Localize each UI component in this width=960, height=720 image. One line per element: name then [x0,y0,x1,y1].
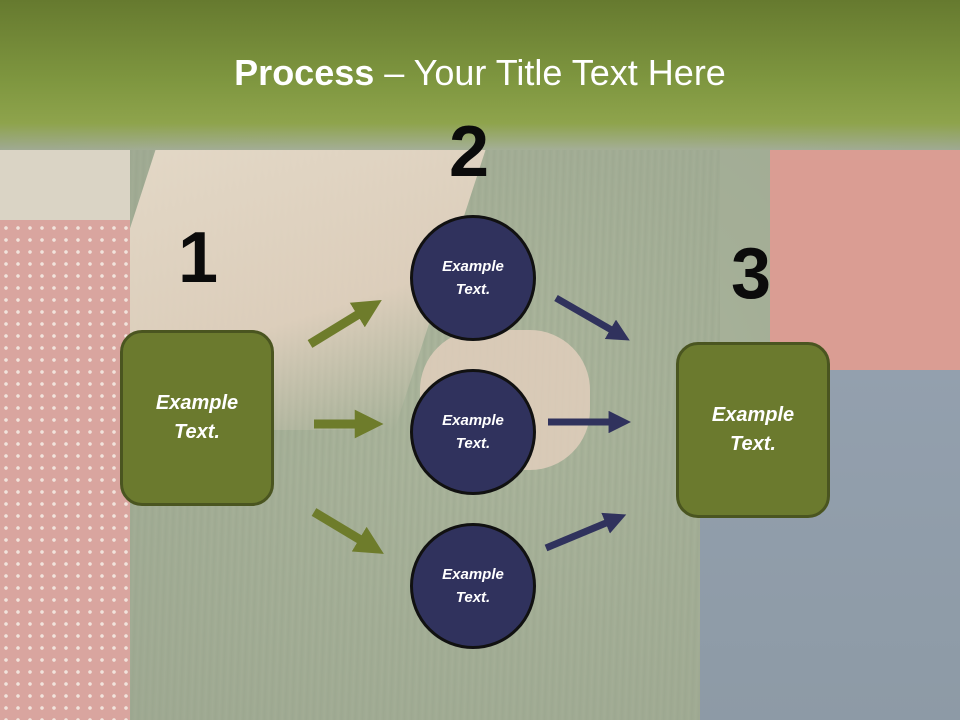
circle-bottom-text: Example Text. [442,563,504,609]
circle-middle-text: Example Text. [442,409,504,455]
circle-middle: Example Text. [410,369,536,495]
circle-top-text: Example Text. [442,255,504,301]
step-box-3: Example Text. [676,342,830,518]
circle-bottom-line2: Text. [455,589,491,606]
title-bar [0,0,960,150]
circle-middle-line1: Example [442,412,504,429]
circle-bottom-line1: Example [442,566,504,583]
step-number-3: 3 [731,234,772,314]
step-box-1: Example Text. [120,330,274,506]
arrow-green-down [311,508,384,554]
step-number-2: 2 [449,112,490,192]
title-rest: – Your Title Text Here [374,52,726,93]
step-number-1: 1 [178,218,219,298]
slide-title: Process – Your Title Text Here [0,52,960,94]
step-box-1-line1: Example [155,392,239,414]
step-box-3-line2: Text. [730,433,776,455]
step-box-1-line2: Text. [174,421,220,443]
circle-bottom: Example Text. [410,523,536,649]
title-bold: Process [234,52,375,93]
step-box-3-text: Example Text. [712,401,794,459]
arrow-green-up [307,299,382,348]
step-box-3-line1: Example [711,404,795,426]
step-box-1-text: Example Text. [156,389,238,447]
arrow-navy-up [544,512,627,552]
circle-top: Example Text. [410,215,536,341]
circle-top-line2: Text. [455,281,491,298]
arrow-navy-down [554,294,630,341]
circle-middle-line2: Text. [455,435,491,452]
circle-top-line1: Example [442,258,504,275]
